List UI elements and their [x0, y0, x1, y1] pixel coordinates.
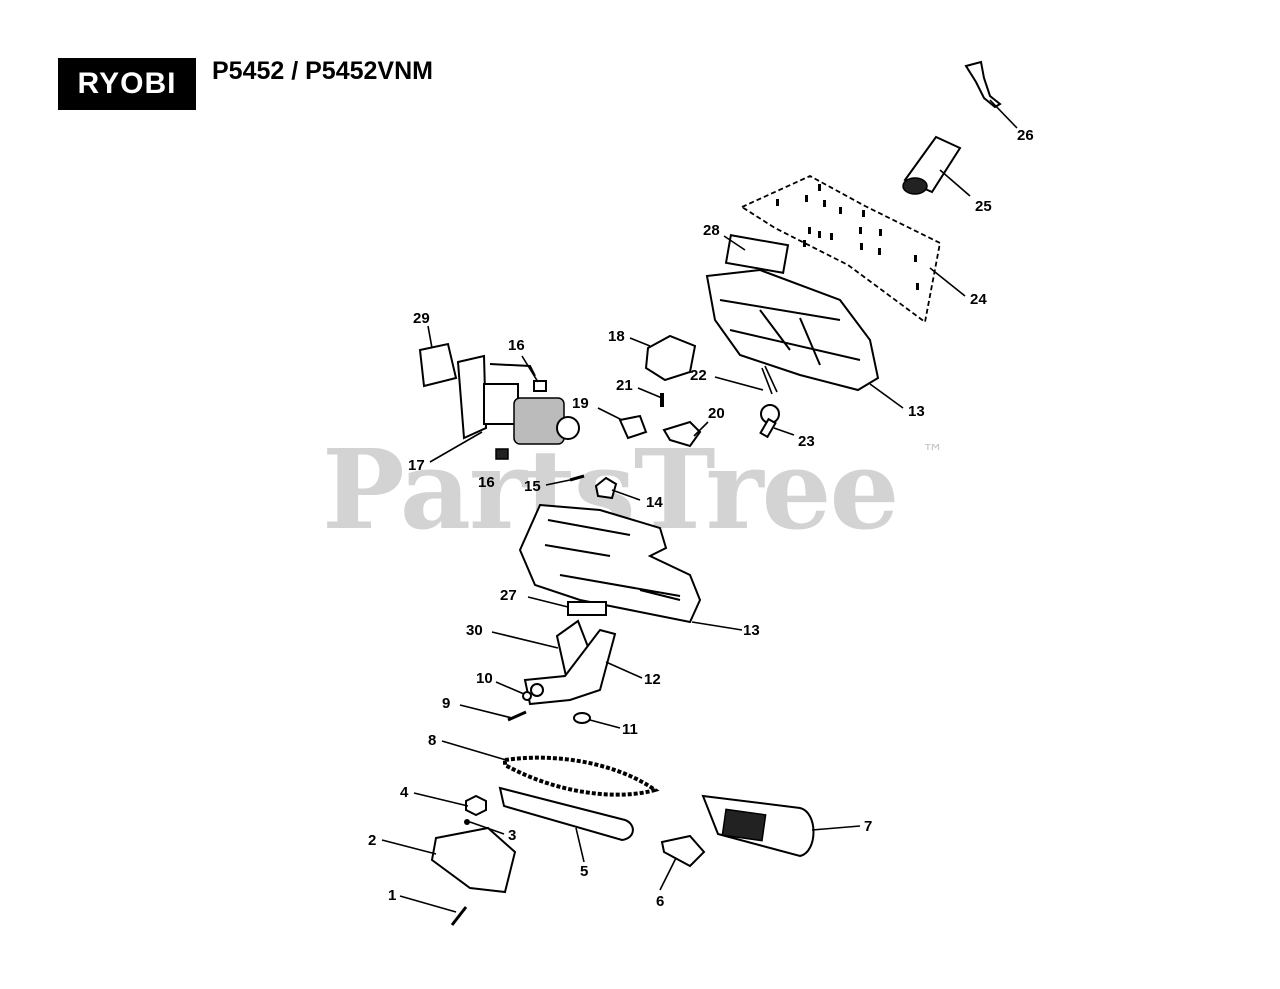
part-13-housing-left — [518, 503, 702, 624]
part-21-screw — [660, 393, 664, 407]
callout-15: 15 — [524, 478, 541, 495]
callout-28: 28 — [703, 222, 720, 239]
ryobi-logo: RYOBI — [58, 58, 196, 110]
logo-text: RYOBI — [77, 67, 177, 100]
leader-lines — [381, 99, 1018, 913]
callout-18: 18 — [608, 328, 625, 345]
part-22-pins — [761, 365, 778, 395]
part-20-trigger — [662, 420, 702, 448]
callout-17: 17 — [408, 457, 425, 474]
callout-23: 23 — [798, 433, 815, 450]
part-27-label — [567, 601, 607, 616]
callout-30: 30 — [466, 622, 483, 639]
callouts: 1 2 3 4 5 6 7 8 9 10 11 12 13 13 14 15 1… — [368, 127, 1034, 910]
callout-20: 20 — [708, 405, 725, 422]
callout-27: 27 — [500, 587, 517, 604]
callout-25: 25 — [975, 198, 992, 215]
callout-1: 1 — [388, 887, 396, 904]
part-18-block — [644, 334, 697, 382]
part-24-screws — [776, 184, 919, 290]
part-9-bolt — [507, 710, 527, 722]
part-1-screw — [450, 906, 468, 926]
callout-21: 21 — [616, 377, 633, 394]
callout-22: 22 — [690, 367, 707, 384]
callout-26: 26 — [1017, 127, 1034, 144]
part-28-label — [724, 234, 790, 274]
callout-8: 8 — [428, 732, 436, 749]
callout-16-upper: 16 — [508, 337, 525, 354]
part-26-wrench — [964, 60, 1002, 109]
callout-12: 12 — [644, 671, 661, 688]
callout-14: 14 — [646, 494, 663, 511]
part-11-washer — [573, 712, 591, 724]
callout-29: 29 — [413, 310, 430, 327]
callout-6: 6 — [656, 893, 664, 910]
part-10-washer — [522, 691, 532, 701]
part-16-brush-upper — [533, 380, 547, 392]
callout-10: 10 — [476, 670, 493, 687]
callout-13-lower: 13 — [743, 622, 760, 639]
callout-24: 24 — [970, 291, 987, 308]
part-19-switch — [618, 414, 648, 440]
page-title: P5452 / P5452VNM — [212, 57, 433, 85]
callout-13-upper: 13 — [908, 403, 925, 420]
part-13-housing-right — [705, 268, 880, 392]
part-25-oil-cap — [902, 135, 962, 195]
part-3-pin — [464, 819, 470, 825]
callout-2: 2 — [368, 832, 376, 849]
part-5-guide-bar — [498, 786, 634, 842]
callout-11: 11 — [622, 721, 638, 738]
part-23-knob — [759, 404, 780, 439]
callout-5: 5 — [580, 863, 588, 880]
part-6-tensioner — [660, 834, 706, 868]
watermark-tm: ™ — [922, 441, 944, 466]
part-24-screw-set — [740, 174, 942, 324]
callout-16-lower: 16 — [478, 474, 495, 491]
callout-4: 4 — [400, 784, 409, 801]
part-7-scabbard — [701, 794, 815, 858]
part-4-nut — [465, 794, 487, 817]
part-17-motor-assembly — [456, 354, 580, 445]
part-29-label — [418, 342, 458, 388]
callout-19: 19 — [572, 395, 589, 412]
part-8-chain — [503, 755, 660, 797]
part-14-latch — [594, 476, 618, 500]
part-2-cover — [430, 826, 517, 894]
callout-9: 9 — [442, 695, 450, 712]
callout-7: 7 — [864, 818, 872, 835]
part-16-brush-lower — [495, 448, 509, 460]
callout-3: 3 — [508, 827, 516, 844]
part-15-spring — [569, 474, 585, 482]
